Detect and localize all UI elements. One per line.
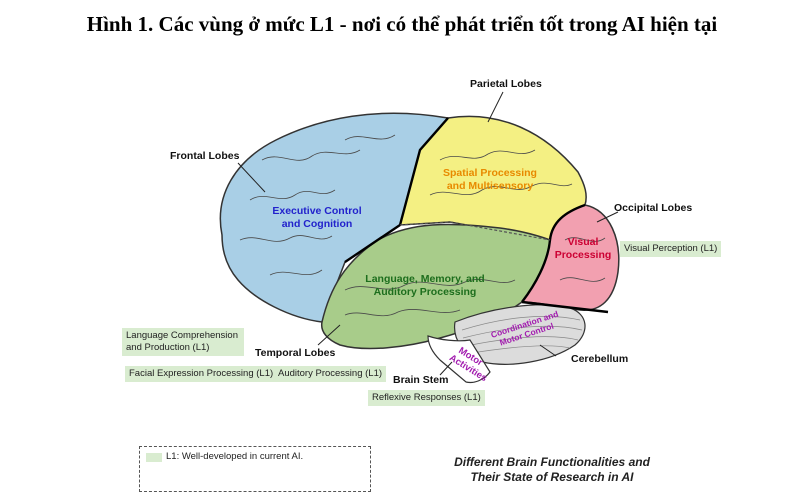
visual-perception-box: Visual Perception (L1) <box>620 241 722 257</box>
auditory-processing-box: Auditory Processing (L1) <box>274 366 387 382</box>
occipital-lobes-label: Occipital Lobes <box>614 202 693 214</box>
gyri-texture <box>239 134 606 317</box>
executive-line1: Executive Control <box>272 205 362 217</box>
legend-box: L1: Well-developed in current AI. <box>139 446 371 492</box>
language-line2: Auditory Processing <box>373 286 477 298</box>
reflexive-responses-box: Reflexive Responses (L1) <box>368 390 485 406</box>
executive-control-text: Executive Control and Cognition <box>262 205 372 231</box>
cerebellum-label: Cerebellum <box>571 353 629 365</box>
legend-l1-swatch <box>146 453 162 462</box>
caption-line1: Different Brain Functionalities and <box>454 455 650 469</box>
figure-caption: Different Brain Functionalities and Thei… <box>432 455 672 485</box>
cerebellum-folds <box>461 316 583 354</box>
spatial-processing-text: Spatial Processing and Multisensory <box>430 167 550 193</box>
caption-line2: Their State of Research in AI <box>470 470 634 484</box>
language-memory-text: Language, Memory, and Auditory Processin… <box>355 273 495 299</box>
lang-comp-line2: and Production (L1) <box>126 342 210 353</box>
label-pointers <box>237 91 619 376</box>
visual-processing-text: Visual Processing <box>548 236 618 262</box>
temporal-lobes-label: Temporal Lobes <box>255 347 336 359</box>
language-line1: Language, Memory, and <box>365 273 485 285</box>
spatial-line1: Spatial Processing <box>443 167 537 179</box>
region-dividers <box>344 117 609 314</box>
brain-stem-region <box>427 335 491 384</box>
facial-expression-box: Facial Expression Processing (L1) <box>125 366 278 382</box>
lang-comp-line1: Language Comprehension <box>126 330 238 341</box>
frontal-lobes-label: Frontal Lobes <box>170 150 240 162</box>
temporal-parietal-boundary <box>399 221 551 241</box>
visual-line2: Processing <box>554 249 612 261</box>
frontal-lobe-region <box>219 112 450 323</box>
parietal-lobes-label: Parietal Lobes <box>470 78 542 90</box>
spatial-line2: and Multisensory <box>446 180 534 192</box>
brain-stem-label: Brain Stem <box>393 374 449 386</box>
legend-l1-text: L1: Well-developed in current AI. <box>166 451 304 462</box>
page-title: Hình 1. Các vùng ở mức L1 - nơi có thể p… <box>86 12 718 36</box>
visual-line1: Visual <box>567 236 599 248</box>
language-comprehension-box: Language Comprehension and Production (L… <box>122 328 244 356</box>
executive-line2: and Cognition <box>281 218 353 230</box>
